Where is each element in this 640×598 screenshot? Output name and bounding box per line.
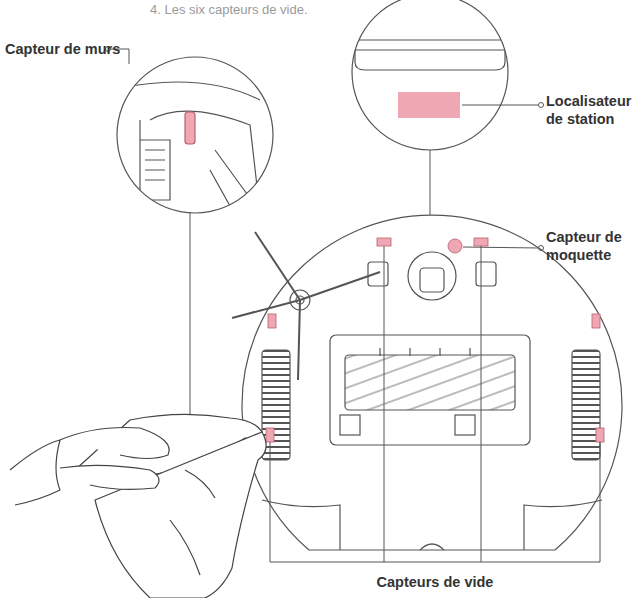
part-label: Capteur de moquette	[546, 228, 626, 264]
step-caption: 4. Les six capteurs de vide.	[150, 2, 308, 18]
part-label: Localisateur de station	[546, 92, 626, 128]
part-label: Capteur de murs	[5, 40, 120, 58]
part-label: Capteurs de vide	[373, 573, 498, 591]
